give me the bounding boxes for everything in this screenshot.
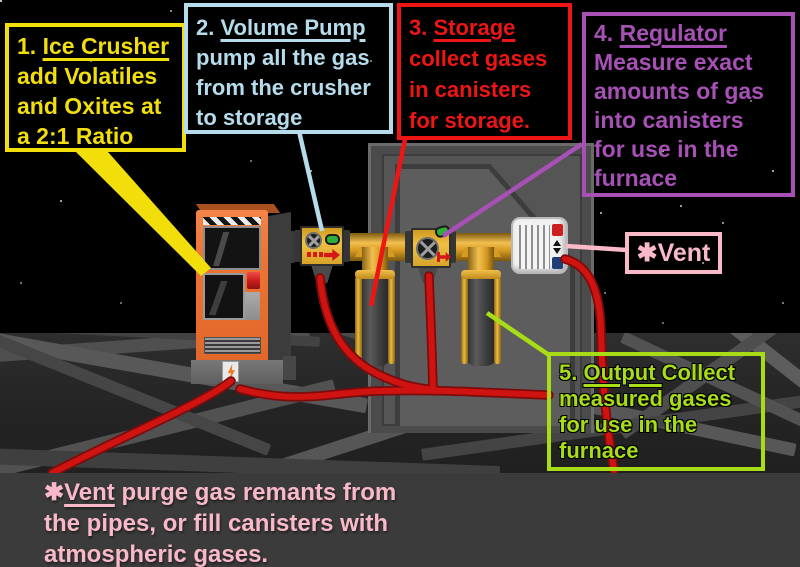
window-glint [209, 281, 228, 315]
star-icon: ✱ [44, 479, 65, 506]
callout-regulator: 4. Regulator Measure exact amounts of ga… [582, 12, 795, 197]
callout-title: Regulator [619, 20, 727, 46]
callout-text: and Oxites at [17, 93, 162, 119]
callout-text: furnace [594, 165, 678, 191]
lightning-icon [227, 364, 235, 380]
callout-number: 3. [409, 15, 434, 40]
callout-text: for storage. [409, 108, 531, 133]
tank-frame [355, 276, 362, 364]
callout-title: Volume Pump [220, 15, 366, 40]
crusher-hopper-window [203, 226, 261, 270]
pointer-volume-pump [296, 130, 325, 232]
callout-text: measured gases [559, 386, 732, 411]
vent-note-term: Vent [64, 479, 115, 506]
tank-frame [461, 276, 468, 364]
vent-red-indicator [552, 224, 563, 236]
callout-number: 2. [196, 15, 221, 40]
crusher-power-button[interactable] [247, 272, 260, 289]
crusher-base-side [283, 356, 296, 380]
arrow-down-icon [553, 248, 561, 254]
pump-flow-arrow-icon [324, 249, 340, 261]
callout-text: to storage [196, 105, 303, 130]
storage-tank-1[interactable] [359, 274, 391, 366]
vent-device[interactable] [511, 217, 568, 274]
storage-tank-2[interactable] [465, 274, 497, 366]
callout-ice-crusher: 1. Ice Crusher add Volatiles and Oxites … [5, 23, 186, 152]
vent-label-text: Vent [657, 239, 711, 267]
callout-number: 5. [559, 360, 584, 385]
callout-text: collect gases [409, 46, 548, 71]
vent-note: ✱Vent purge gas remants from the pipes, … [44, 477, 396, 567]
callout-text: Measure exact [594, 49, 753, 75]
power-connector[interactable] [222, 361, 239, 382]
callout-title-suffix: Collect [661, 360, 736, 385]
callout-title: Ice Crusher [42, 33, 170, 59]
pump-flange [342, 230, 350, 262]
vent-note-text: atmospheric gases. [44, 541, 269, 567]
callout-text: in canisters [409, 77, 532, 102]
regulator-on-button[interactable] [433, 224, 452, 239]
tank-frame [388, 276, 395, 364]
crusher-panel [245, 292, 260, 320]
callout-storage: 3. Storage collect gases in canisters fo… [397, 3, 572, 140]
pump-dial-icon [305, 232, 322, 249]
callout-text: into canisters [594, 107, 744, 133]
callout-text: add Volatiles [17, 63, 158, 89]
bottom-panel [0, 473, 800, 567]
callout-text: furnace [559, 438, 639, 463]
callout-text: a 2:1 Ratio [17, 123, 134, 149]
arrow-up-icon [553, 240, 561, 246]
stars [0, 0, 2, 2]
callout-output: 5. Output Collect measured gases for use… [547, 352, 765, 471]
callout-number: 1. [17, 33, 43, 59]
callout-text: amounts of gas [594, 78, 764, 104]
crusher-output-window [203, 273, 245, 320]
callout-vent-label: ✱Vent [625, 232, 722, 274]
regulator-fan-icon [416, 237, 439, 260]
callout-number: 4. [594, 20, 620, 46]
crusher-vent-grille [204, 337, 261, 354]
callout-text: pump all the gas [196, 45, 370, 70]
callout-volume-pump: 2. Volume Pump pump all the gas from the… [184, 3, 393, 134]
pump-flange [294, 230, 302, 262]
callout-title: Storage [433, 15, 516, 40]
ice-crusher-side [265, 212, 291, 366]
regulator-flange [448, 231, 456, 263]
regulator-flow-bar [437, 252, 440, 262]
callout-text: for use in the [594, 136, 739, 162]
regulator-device[interactable] [411, 224, 452, 268]
pump-on-button[interactable] [325, 234, 340, 245]
callout-text: from the crusher [196, 75, 371, 100]
window-glint [213, 232, 230, 266]
pointer-ice-crusher [76, 152, 211, 276]
vent-note-text: the pipes, or fill canisters with [44, 510, 389, 537]
regulator-flange [405, 231, 413, 263]
pump-dash-indicator [307, 252, 323, 257]
callout-text: for use in the [559, 412, 698, 437]
tank-frame [461, 270, 501, 279]
callout-title: Output [583, 360, 662, 385]
tank-frame [355, 270, 395, 279]
vent-grille-icon [519, 225, 550, 269]
star-icon: ✱ [636, 239, 658, 267]
regulator-flow-arrow-icon [440, 252, 451, 262]
pump-cable-socket [311, 266, 333, 283]
vent-note-text: purge gas remants from [114, 479, 397, 506]
hazard-stripes [203, 217, 261, 225]
vent-blue-indicator [552, 257, 563, 269]
tank-frame [494, 276, 501, 364]
volume-pump-device[interactable] [300, 226, 344, 266]
